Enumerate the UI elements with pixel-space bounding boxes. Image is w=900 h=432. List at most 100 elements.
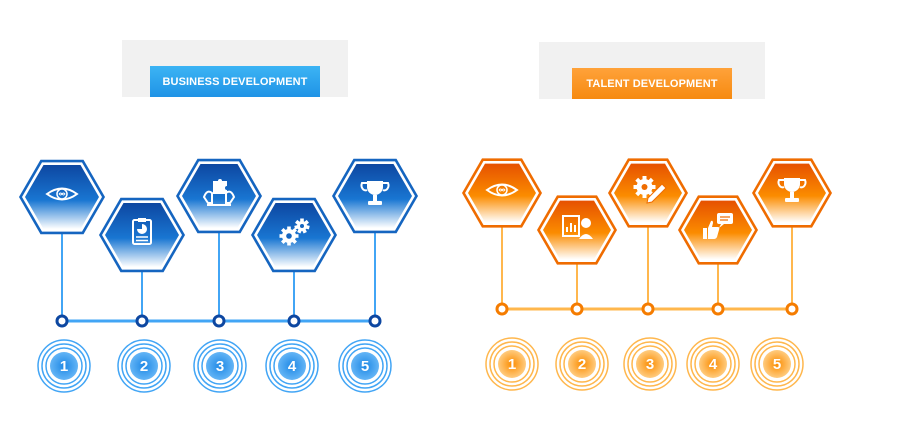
business-process-panel: 1 2 3 4 5 [19,158,418,393]
middle-ring [269,343,315,389]
middle-ring [690,341,736,387]
business-step-number: 5 [361,358,369,375]
number-disc [50,352,78,380]
business-timeline-dot [55,314,69,328]
middle-ring [559,341,605,387]
business-number-badge[interactable]: 2 [117,339,171,393]
middle-ring [489,341,535,387]
business-hexagon-fill [182,164,256,228]
talent-step-number: 5 [773,356,781,373]
talent-step-number: 4 [709,356,718,373]
middle-ring [41,343,87,389]
inner-ring [45,347,83,385]
business-number-badge[interactable]: 3 [193,339,247,393]
number-disc [498,350,526,378]
talent-number-badge[interactable]: 1 [485,337,539,391]
talent-step-4[interactable] [678,195,758,316]
inner-ring [694,345,732,383]
business-hexagon-fill [105,203,179,267]
talent-timeline-dot [570,302,584,316]
eye-icon [485,183,519,197]
business-step-4[interactable] [251,197,337,328]
trophy-icon [360,181,390,205]
number-disc [763,350,791,378]
teamwork-puzzle-icon [202,179,236,206]
outer-ring [193,339,247,393]
talent-hexagon-fill [468,163,536,223]
report-clipboard-icon [132,218,152,245]
talent-timeline-dot [641,302,655,316]
talent-number-badge[interactable]: 3 [623,337,677,391]
eye-icon [45,187,79,201]
middle-ring [754,341,800,387]
number-disc [278,352,306,380]
inner-ring [273,347,311,385]
outer-ring [686,337,740,391]
business-step-5[interactable] [332,158,418,328]
number-disc [699,350,727,378]
business-number-badge[interactable]: 1 [37,339,91,393]
presentation-person-icon [562,215,593,239]
talent-title-button[interactable]: TALENT DEVELOPMENT [572,68,732,99]
business-step-3[interactable] [176,158,262,328]
number-disc [130,352,158,380]
business-timeline-dot [212,314,226,328]
business-step-1[interactable] [19,159,105,328]
outer-ring [485,337,539,391]
number-disc [351,352,379,380]
talent-step-5[interactable] [752,158,832,316]
talent-process-panel: 1 2 3 4 5 [462,158,832,391]
business-number-badge[interactable]: 5 [338,339,392,393]
inner-ring [563,345,601,383]
middle-ring [197,343,243,389]
gears-icon [279,218,310,246]
inner-ring [201,347,239,385]
outer-ring [750,337,804,391]
thumbs-up-chat-icon [703,213,733,239]
talent-step-number: 1 [508,356,516,373]
talent-step-1[interactable] [462,158,542,316]
outer-ring [117,339,171,393]
talent-step-number: 2 [578,356,586,373]
talent-step-number: 3 [646,356,654,373]
talent-hexagon-fill [543,200,611,260]
middle-ring [627,341,673,387]
talent-timeline-dot [495,302,509,316]
talent-number-badge[interactable]: 4 [686,337,740,391]
outer-ring [37,339,91,393]
inner-ring [631,345,669,383]
business-number-badge[interactable]: 4 [265,339,319,393]
talent-number-badge[interactable]: 5 [750,337,804,391]
outer-ring [265,339,319,393]
outer-ring [338,339,392,393]
business-timeline-dot [287,314,301,328]
number-disc [636,350,664,378]
outer-ring [555,337,609,391]
gear-pencil-icon [633,176,667,204]
inner-ring [493,345,531,383]
talent-number-badge[interactable]: 2 [555,337,609,391]
trophy-icon [777,178,807,202]
number-disc [206,352,234,380]
number-disc [568,350,596,378]
business-step-number: 3 [216,358,224,375]
business-timeline-dot [368,314,382,328]
business-step-number: 4 [288,358,297,375]
talent-step-3[interactable] [608,158,688,316]
business-timeline-dot [135,314,149,328]
business-title-button[interactable]: BUSINESS DEVELOPMENT [150,66,320,97]
talent-timeline-dot [785,302,799,316]
business-hexagon-fill [25,165,99,229]
outer-ring [623,337,677,391]
inner-ring [346,347,384,385]
talent-timeline-dot [711,302,725,316]
business-step-number: 2 [140,358,148,375]
business-step-2[interactable] [99,197,185,328]
middle-ring [342,343,388,389]
inner-ring [758,345,796,383]
talent-step-2[interactable] [537,195,617,316]
middle-ring [121,343,167,389]
inner-ring [125,347,163,385]
